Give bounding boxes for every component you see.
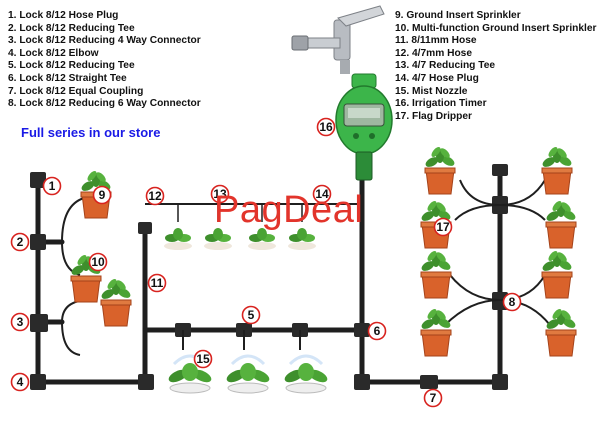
callout-number: 1 xyxy=(49,179,56,193)
callout-number: 2 xyxy=(17,235,24,249)
callout-number: 9 xyxy=(99,188,106,202)
callout-number: 12 xyxy=(148,189,162,203)
callout-number: 10 xyxy=(91,255,105,269)
callout-number: 5 xyxy=(248,308,255,322)
watermark-text: PagDeal xyxy=(214,189,363,232)
callout-number: 16 xyxy=(319,120,333,134)
irrigation-timer-icon xyxy=(336,74,392,180)
callout-number: 7 xyxy=(430,391,437,405)
callout-number: 17 xyxy=(436,220,450,234)
faucet-icon xyxy=(292,6,384,74)
callout-number: 3 xyxy=(17,315,24,329)
callout-number: 6 xyxy=(374,324,381,338)
callout-number: 8 xyxy=(509,295,516,309)
callout-number: 15 xyxy=(196,352,210,366)
callout-number: 4 xyxy=(17,375,24,389)
mist-plants-bottom xyxy=(167,356,329,393)
callout-number: 11 xyxy=(151,276,164,290)
